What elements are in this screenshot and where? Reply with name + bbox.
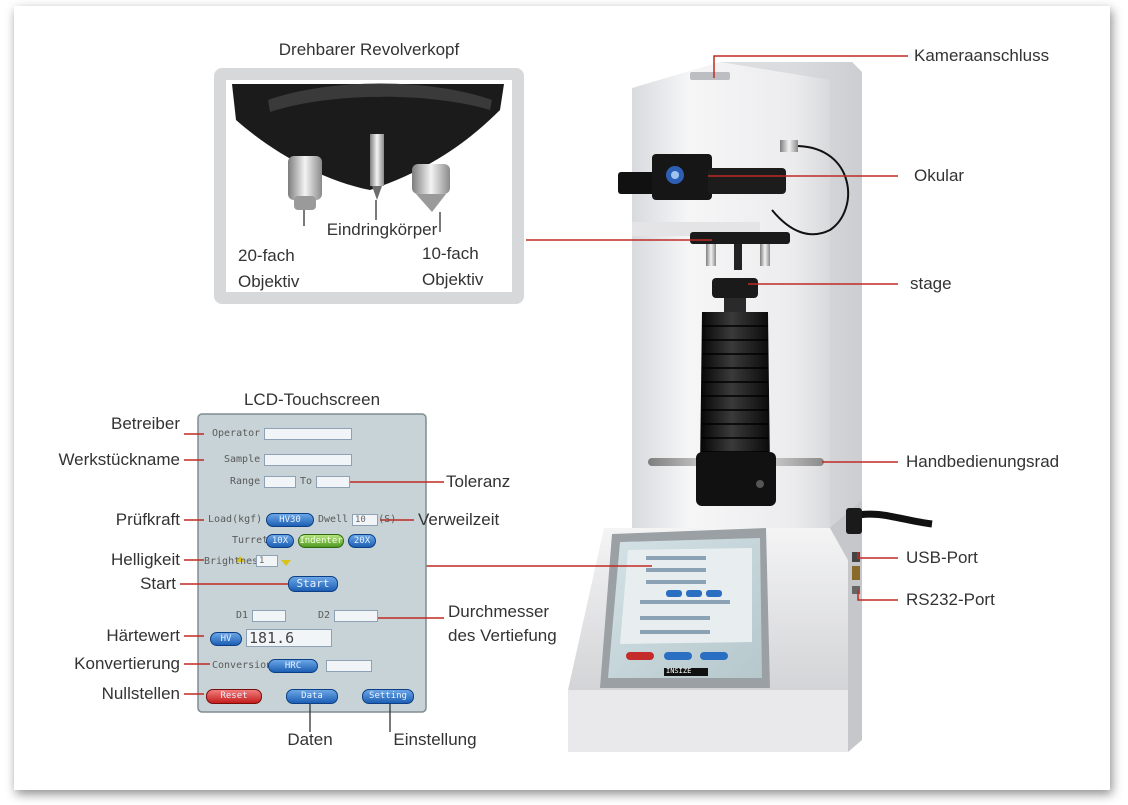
lcd-title: LCD-Touchscreen xyxy=(243,390,381,409)
objective-10x-label-line2: Objektiv xyxy=(422,270,484,289)
screen-hv-button[interactable]: HV xyxy=(210,632,242,646)
tolerance-callout: Toleranz xyxy=(446,472,511,491)
screen-turret-10x-button[interactable]: 10X xyxy=(266,534,294,548)
screen-turret-20x-button[interactable]: 20X xyxy=(348,534,376,548)
screen-brightness-label: Brightness xyxy=(204,556,265,567)
figure-frame xyxy=(14,6,1110,790)
indenter-label: Eindringkörper xyxy=(326,220,438,239)
screen-turret-indenter-button[interactable]: Indenter xyxy=(298,534,344,548)
screen-range-label: Range xyxy=(230,476,261,487)
hardness-callout: Härtewert xyxy=(106,626,180,645)
screen-operator-field[interactable] xyxy=(264,428,352,440)
sample-name-callout: Werkstückname xyxy=(58,450,180,469)
screen-conversion-button[interactable]: HRC xyxy=(268,659,318,673)
lcd-callout-lines xyxy=(180,433,444,695)
brand-logo xyxy=(664,668,708,676)
data-callout: Daten xyxy=(287,730,333,749)
screen-sample-field[interactable] xyxy=(264,454,352,466)
brand-logo-text: INSIZE xyxy=(666,667,692,675)
brightness-up-icon[interactable] xyxy=(235,556,245,562)
screen-load-button[interactable]: HV30 xyxy=(266,513,314,527)
diameter-callout-line1: Durchmesser xyxy=(448,602,550,621)
reset-callout: Nullstellen xyxy=(101,684,180,703)
ocular-assembly xyxy=(618,140,850,236)
start-callout: Start xyxy=(140,574,176,593)
screen-d1-field xyxy=(252,610,286,622)
conversion-callout: Konvertierung xyxy=(74,654,180,673)
screen-reset-button[interactable]: Reset xyxy=(206,689,262,704)
stage-assembly xyxy=(648,278,824,506)
screen-sample-label: Sample xyxy=(224,454,261,465)
screen-setting-button[interactable]: Setting xyxy=(362,689,414,704)
callout-lines xyxy=(422,55,908,601)
screen-conversion-field xyxy=(326,660,372,672)
rs232-port-label: RS232-Port xyxy=(906,590,995,609)
screen-hardness-value: 181.6 xyxy=(246,629,332,647)
objective-20x-label-line2: Objektiv xyxy=(238,272,300,291)
settings-callout: Einstellung xyxy=(393,730,477,749)
turret-inset xyxy=(214,68,524,304)
camera-port-label: Kameraanschluss xyxy=(914,46,1050,65)
operator-callout: Betreiber xyxy=(111,414,180,433)
brightness-down-icon[interactable] xyxy=(281,560,291,566)
screen-range-from-field[interactable] xyxy=(264,476,296,488)
eyepiece-label: Okular xyxy=(914,166,965,185)
diameter-callout-line2: des Vertiefung xyxy=(448,626,557,645)
objective-20x-label-line1: 20-fach xyxy=(238,246,295,265)
screen-turret-label: Turret xyxy=(232,535,269,546)
device-lcd-panel xyxy=(600,528,770,688)
screen-d2-field xyxy=(334,610,378,622)
screen-range-to-field[interactable] xyxy=(316,476,350,488)
screen-data-button[interactable]: Data xyxy=(286,689,338,704)
screen-range-to-label: To xyxy=(300,476,313,487)
objective-10x-label-line1: 10-fach xyxy=(422,244,479,263)
test-force-callout: Prüfkraft xyxy=(115,510,180,529)
usb-port-label: USB-Port xyxy=(906,548,978,567)
screen-load-label: Load(kgf) xyxy=(208,514,263,525)
screen-d1-label: D1 xyxy=(236,610,249,621)
lcd-bottom-lines xyxy=(309,704,391,732)
turret-callout-lines xyxy=(303,200,441,232)
brightness-callout: Helligkeit xyxy=(111,550,180,569)
handwheel-label: Handbedienungsrad xyxy=(906,452,1060,471)
screen-brightness-field[interactable]: 1 xyxy=(256,555,278,567)
screen-dwell-field[interactable]: 10 xyxy=(352,514,378,526)
stage-label: stage xyxy=(910,274,952,293)
screen-start-button[interactable]: Start xyxy=(288,576,338,592)
screen-conversion-label: Conversion xyxy=(212,660,273,671)
screen-d2-label: D2 xyxy=(318,610,331,621)
screen-operator-label: Operator xyxy=(212,428,261,439)
dwell-time-callout: Verweilzeit xyxy=(418,510,500,529)
turret-title: Drehbarer Revolverkopf xyxy=(278,40,460,59)
